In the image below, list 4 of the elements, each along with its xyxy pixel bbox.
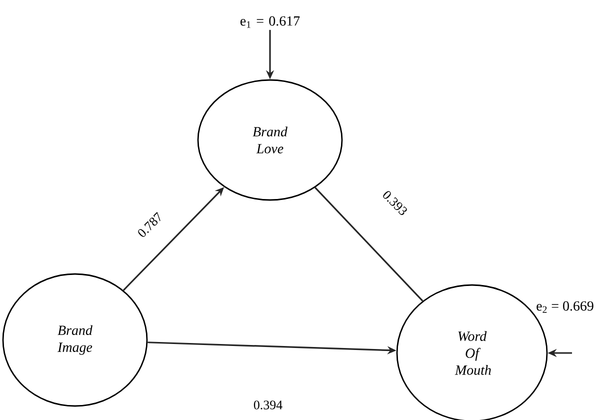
path-line — [314, 187, 424, 302]
error-term: e$_{1}$ = 0.617 — [240, 16, 300, 28]
coefficient-label: 0.394 — [254, 400, 282, 410]
error-term: e$_{2}$ = 0.669 — [536, 301, 594, 313]
